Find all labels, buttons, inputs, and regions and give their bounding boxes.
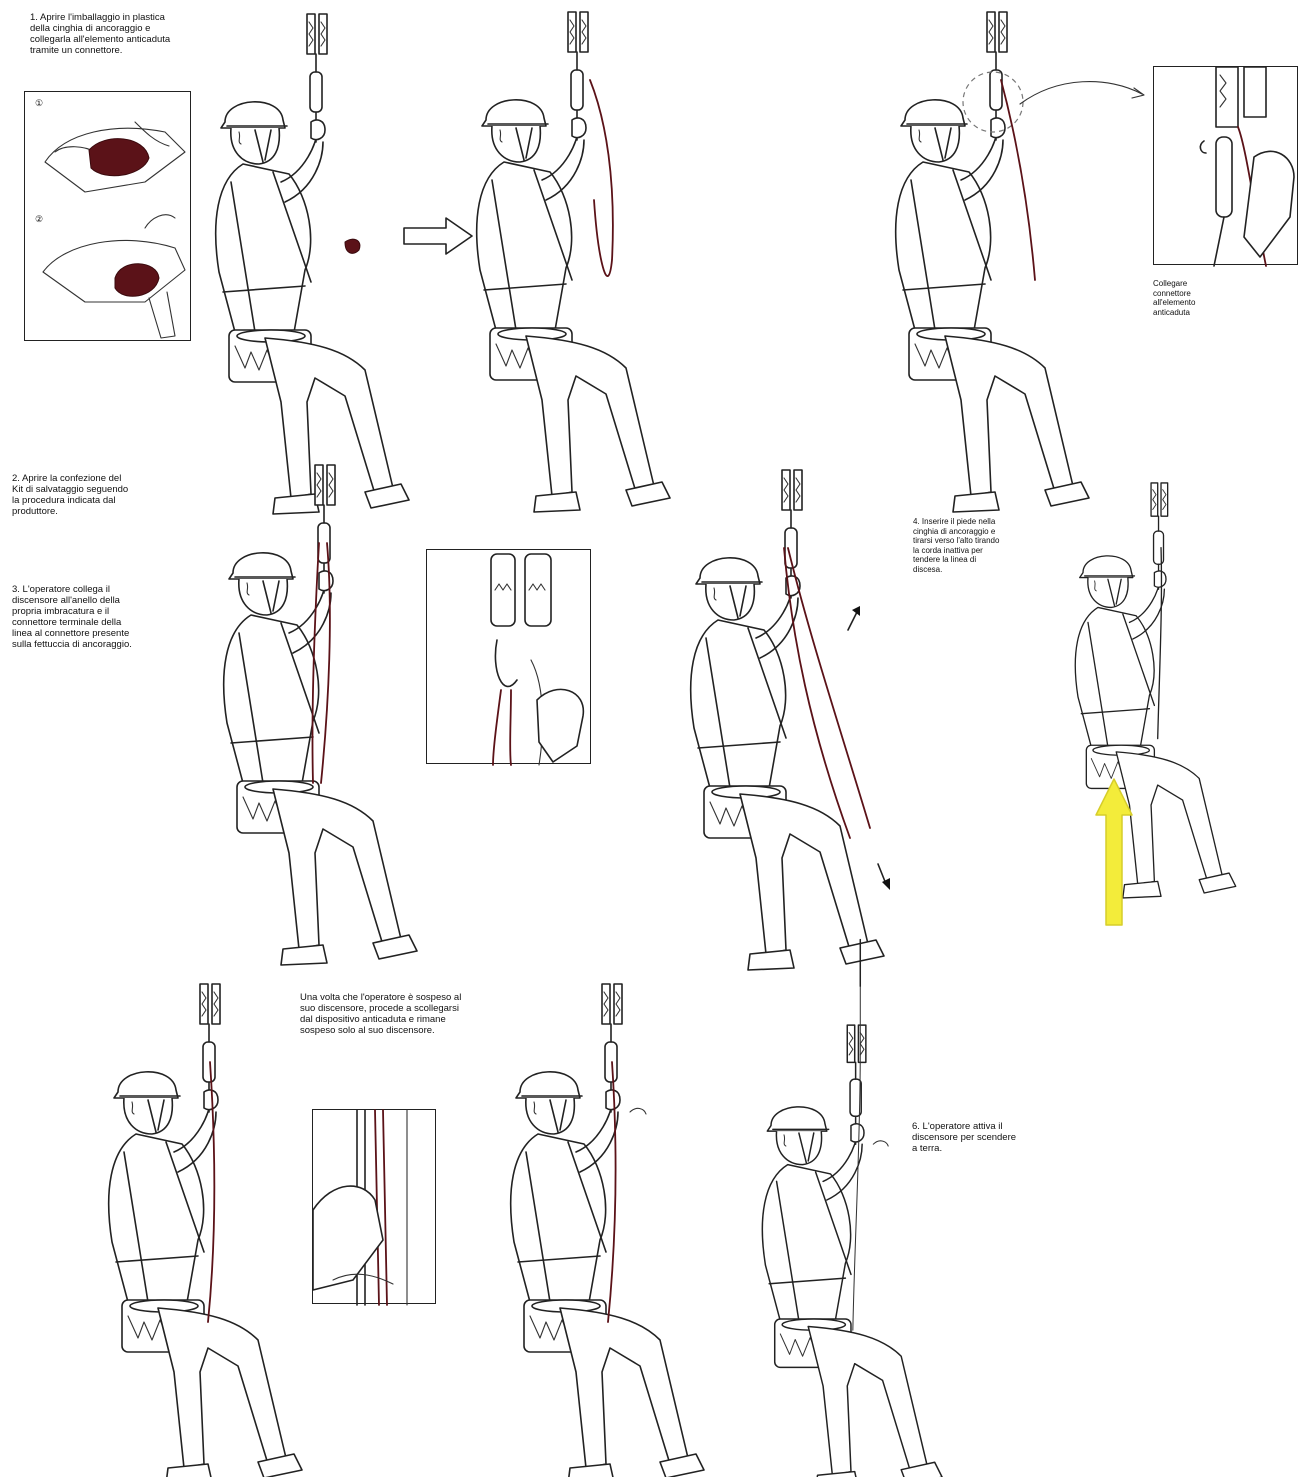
step-number-2: ② [35,214,43,225]
packaging-inset-panel: ① ② [24,91,191,341]
descender-detail-panel [426,549,591,764]
packaging-illustration [25,92,192,342]
pull-up-arrow-icon [844,604,864,634]
worker-figure-8 [520,1072,720,1472]
right-arrow-icon [402,216,476,256]
step6-caption: 6. L'operatore attiva il discensore per … [912,1121,1072,1154]
step2-caption: 2. Aprire la confezione del Kit di salva… [12,473,212,517]
connector-detail-illustration [1154,67,1298,266]
pull-down-arrow-icon [874,862,894,892]
connect-note-caption: Collegare connettore all'elemento antica… [1153,279,1273,317]
step5-caption: Una volta che l'operatore è sospeso al s… [300,992,560,1036]
worker-figure-1 [225,102,495,442]
step4-caption: 4. Inserire il piede nella cinghia di an… [913,517,1063,574]
descender-detail-illustration [427,550,592,765]
step-number-1: ① [35,98,43,109]
curved-arrow-icon [1018,80,1148,110]
disconnect-detail-panel [312,1109,436,1304]
step3-caption: 3. L'operatore collega il discensore all… [12,584,222,650]
opened-package-icon [115,264,159,297]
connector-detail-panel [1153,66,1298,265]
anchor-strap-package-icon [345,239,360,253]
worker-figure-2 [486,100,756,440]
worker-figure-7 [118,1072,318,1472]
sealed-package-icon [89,139,149,176]
up-arrow-icon [1094,775,1134,927]
worker-figure-9 [771,1107,971,1477]
step1-caption: 1. Aprire l'imballaggio in plastica dell… [30,12,230,56]
disconnect-detail-illustration [313,1110,437,1305]
worker-figure-3 [905,100,1175,440]
